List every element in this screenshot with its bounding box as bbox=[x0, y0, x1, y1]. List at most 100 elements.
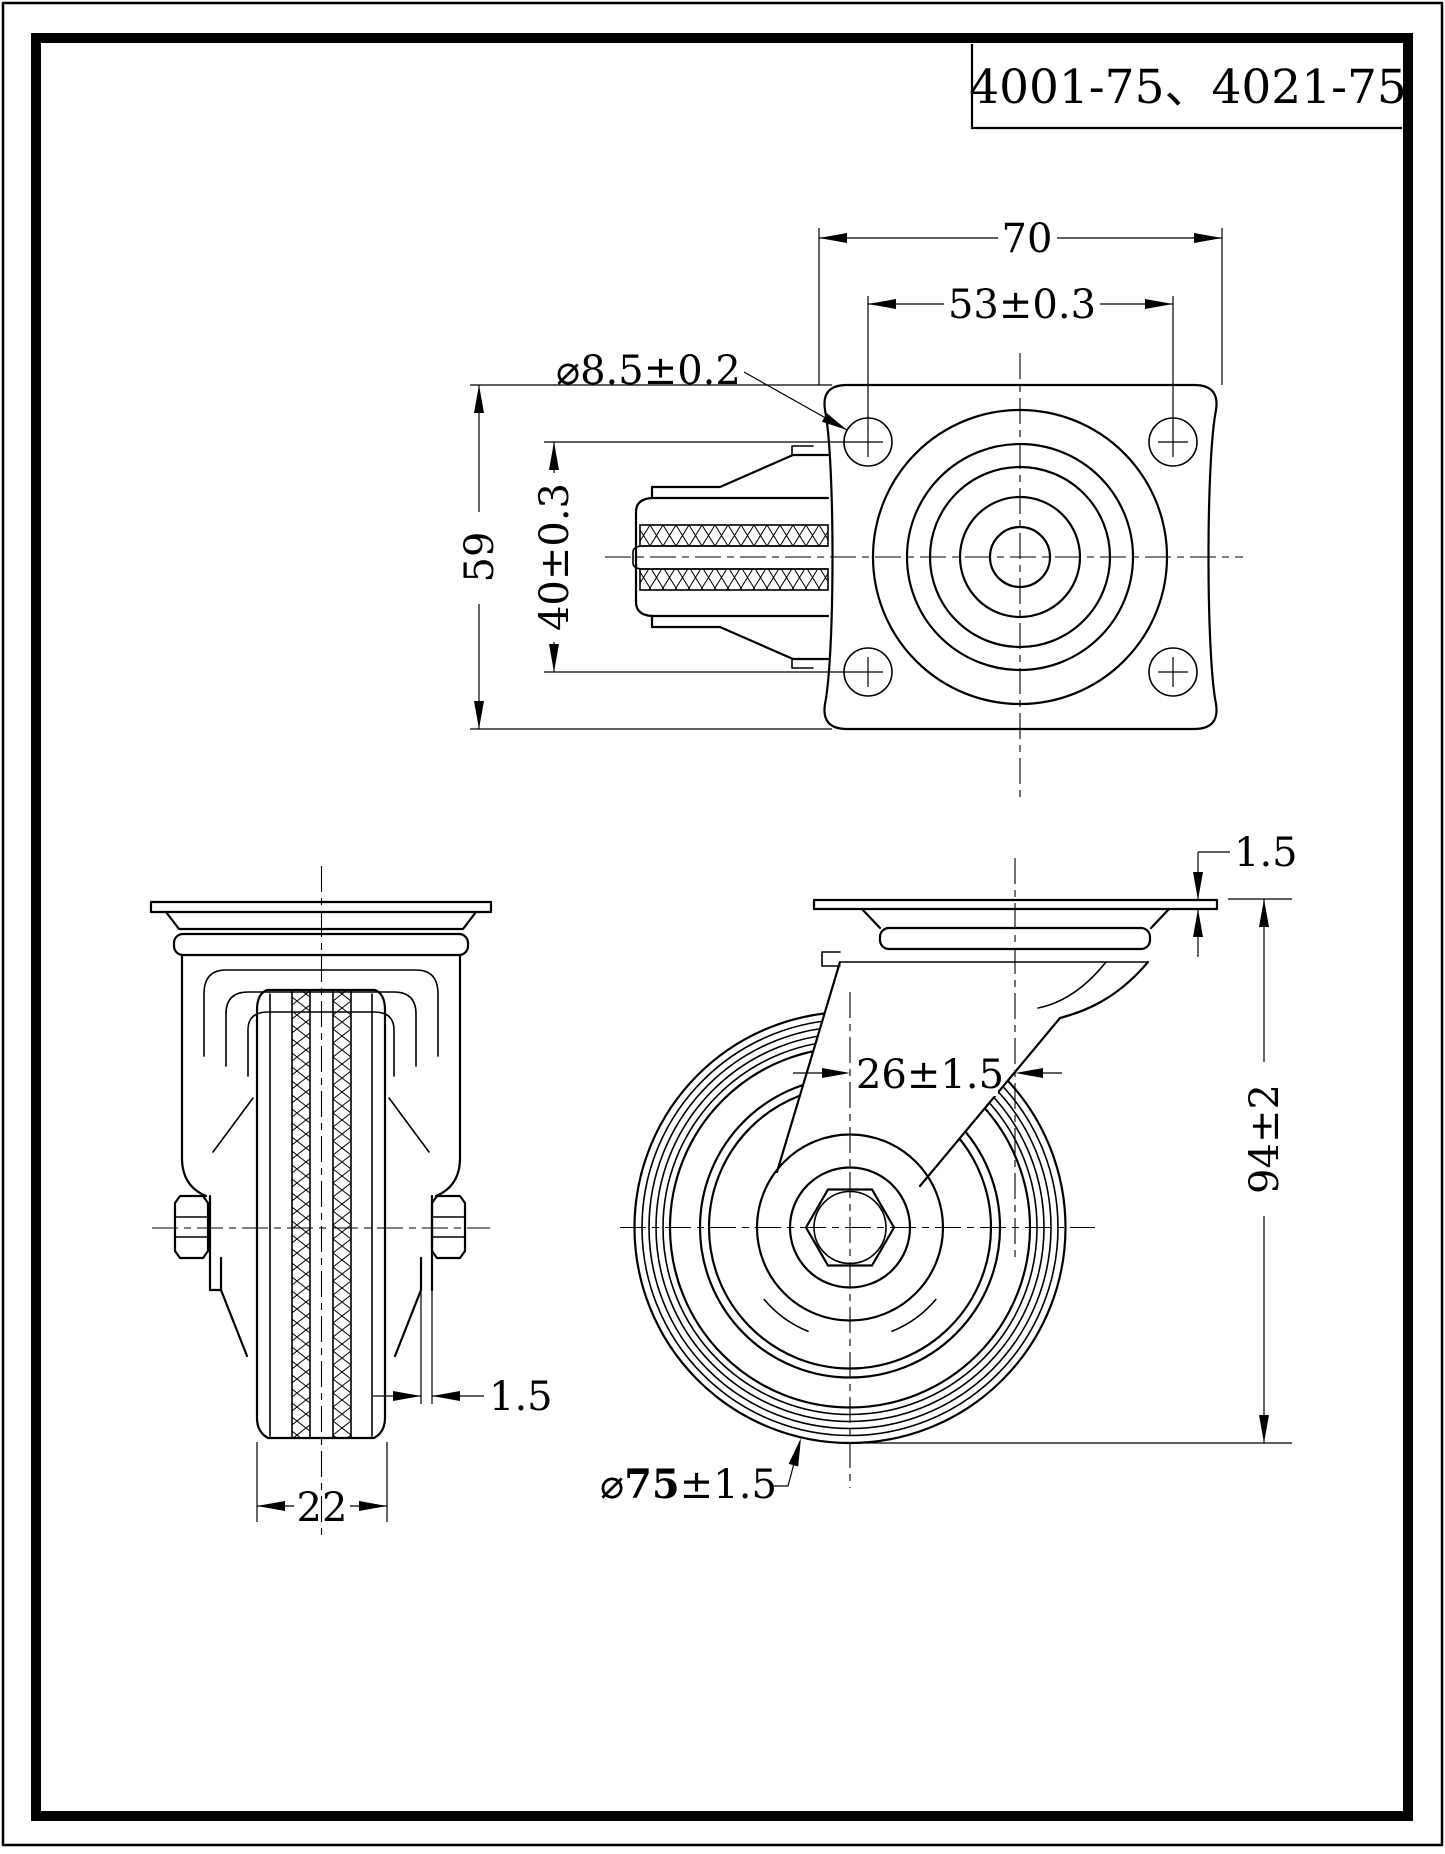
hub-web-arc-left bbox=[763, 1298, 809, 1333]
arrowhead bbox=[1193, 909, 1203, 937]
front-knurl-band-right bbox=[332, 989, 352, 1439]
dim-text-plate-depth: 59 bbox=[457, 532, 503, 583]
axle-nut-left bbox=[173, 1194, 210, 1260]
arrowhead bbox=[1259, 899, 1269, 927]
front-housing-left bbox=[180, 953, 208, 1198]
top-view: 70 53±0.3 ⌀8.5±0.2 59 bbox=[457, 216, 1243, 800]
wheel-rim-outline bbox=[634, 496, 830, 618]
dim-fork-thickness: 1.5 bbox=[373, 1290, 553, 1420]
swivel-race-circles bbox=[871, 408, 1169, 706]
arrowhead bbox=[432, 1391, 460, 1401]
dim-hole-diameter: ⌀8.5±0.2 bbox=[556, 348, 848, 431]
arrowhead bbox=[1145, 299, 1173, 309]
arrowhead bbox=[819, 233, 847, 243]
wheel-hub-tab-lower bbox=[791, 658, 814, 669]
front-fork-edge-left bbox=[212, 1097, 254, 1153]
race-circle-2 bbox=[905, 442, 1135, 672]
dim-swivel-offset: 26±1.5 bbox=[793, 1052, 1062, 1098]
arrowhead bbox=[1259, 1415, 1269, 1443]
arrowhead bbox=[822, 1068, 850, 1078]
dim-hole-spacing-x: 53±0.3 bbox=[867, 282, 1174, 428]
arrowhead bbox=[1015, 1068, 1043, 1078]
bolt-hole-cross bbox=[853, 427, 883, 457]
axle-nut-right bbox=[430, 1194, 467, 1260]
bolt-hole-cross bbox=[853, 657, 883, 687]
arrowhead bbox=[257, 1501, 285, 1511]
dim-overall-height: 94±2 bbox=[858, 898, 1292, 1444]
dim-plate-width: 70 bbox=[818, 216, 1223, 385]
nut-facets bbox=[431, 1216, 466, 1238]
dim-text-tread-width: 22 bbox=[297, 1485, 348, 1531]
fork-left-edge bbox=[775, 960, 842, 1174]
front-fork-edge-right bbox=[388, 1097, 430, 1153]
dim-text-fork-thickness: 1.5 bbox=[489, 1374, 553, 1420]
front-fork-leg-right bbox=[393, 1194, 434, 1358]
text-mask bbox=[858, 1052, 998, 1096]
front-fork-bend-2 bbox=[225, 991, 417, 1067]
dim-text-plate-thickness: 1.5 bbox=[1234, 830, 1298, 876]
nut-outline bbox=[173, 1194, 210, 1260]
side-view: 26±1.5 1.5 94±2 ⌀75±1.5 bbox=[600, 830, 1298, 1508]
front-plate-skirt bbox=[164, 910, 478, 931]
dim-text-hole-diameter: ⌀8.5±0.2 bbox=[556, 348, 741, 394]
dim-text-hole-spacing-x: 53±0.3 bbox=[948, 282, 1096, 328]
wheel-hub-tab-upper bbox=[791, 445, 814, 456]
model-number: 4001-75、4021-75 bbox=[969, 60, 1407, 115]
dim-hole-spacing-y: 40±0.3 bbox=[532, 441, 853, 673]
nut-facets bbox=[174, 1216, 209, 1238]
hub-web-arc-right bbox=[891, 1298, 937, 1333]
nut-outline bbox=[430, 1194, 467, 1260]
dim-text-plate-width: 70 bbox=[1002, 216, 1053, 262]
arrowhead bbox=[821, 413, 847, 430]
dim-plate-depth: 59 bbox=[457, 384, 832, 730]
arrowhead bbox=[474, 701, 484, 729]
wheel-hub-step-lower bbox=[650, 614, 830, 661]
mounting-plate-outline bbox=[823, 383, 1218, 731]
knurl-band-upper bbox=[639, 524, 829, 547]
front-wheel-outline bbox=[255, 988, 387, 1440]
knurl-band-lower bbox=[639, 568, 829, 591]
dim-tread-width: 22 bbox=[256, 1442, 388, 1531]
front-plate bbox=[149, 900, 493, 914]
front-fork-bend-3 bbox=[247, 1011, 395, 1077]
arrowhead bbox=[549, 442, 559, 470]
side-plate-skirt bbox=[860, 907, 1171, 930]
arrowhead bbox=[359, 1501, 387, 1511]
front-fork-leg-left bbox=[208, 1194, 249, 1358]
bolt-hole-cross bbox=[1158, 657, 1188, 687]
dim-text-overall-height: 94±2 bbox=[1242, 1084, 1288, 1194]
arrowhead bbox=[1194, 233, 1222, 243]
side-fork-edges bbox=[775, 951, 1150, 1188]
front-housing-right bbox=[434, 953, 462, 1198]
dim-text-hole-spacing-y: 40±0.3 bbox=[532, 483, 578, 631]
inner-border bbox=[31, 33, 1413, 1821]
fork-tab bbox=[821, 951, 841, 967]
front-swivel-ring bbox=[172, 932, 470, 957]
arrowhead bbox=[393, 1391, 421, 1401]
wheel-hub-step-upper bbox=[650, 453, 830, 500]
dim-plate-thickness: 1.5 bbox=[1193, 830, 1298, 957]
race-circle-3 bbox=[928, 465, 1112, 649]
race-circle-4 bbox=[958, 495, 1082, 619]
dim-text-wheel-diameter: ⌀75±1.5 bbox=[600, 1461, 777, 1508]
title-block-border bbox=[970, 44, 1402, 130]
arrowhead bbox=[788, 1438, 801, 1467]
front-fork-bend-1 bbox=[203, 969, 439, 1057]
race-circle-5 bbox=[988, 525, 1052, 589]
arrowhead bbox=[1193, 872, 1203, 900]
race-circle-1 bbox=[871, 408, 1169, 706]
bolt-hole-cross bbox=[1158, 427, 1188, 457]
dim-wheel-diameter: ⌀75±1.5 bbox=[600, 1438, 801, 1508]
top-view-wheel-projection bbox=[632, 445, 830, 669]
wheel-center-rib bbox=[632, 545, 829, 570]
front-knurl-band-left bbox=[291, 989, 311, 1439]
front-view: 1.5 22 bbox=[149, 866, 553, 1540]
arrowhead bbox=[474, 385, 484, 413]
title-block: 4001-75、4021-75 bbox=[969, 44, 1407, 130]
dim-text-swivel-offset: 26±1.5 bbox=[856, 1052, 1004, 1098]
arrowhead bbox=[549, 644, 559, 672]
